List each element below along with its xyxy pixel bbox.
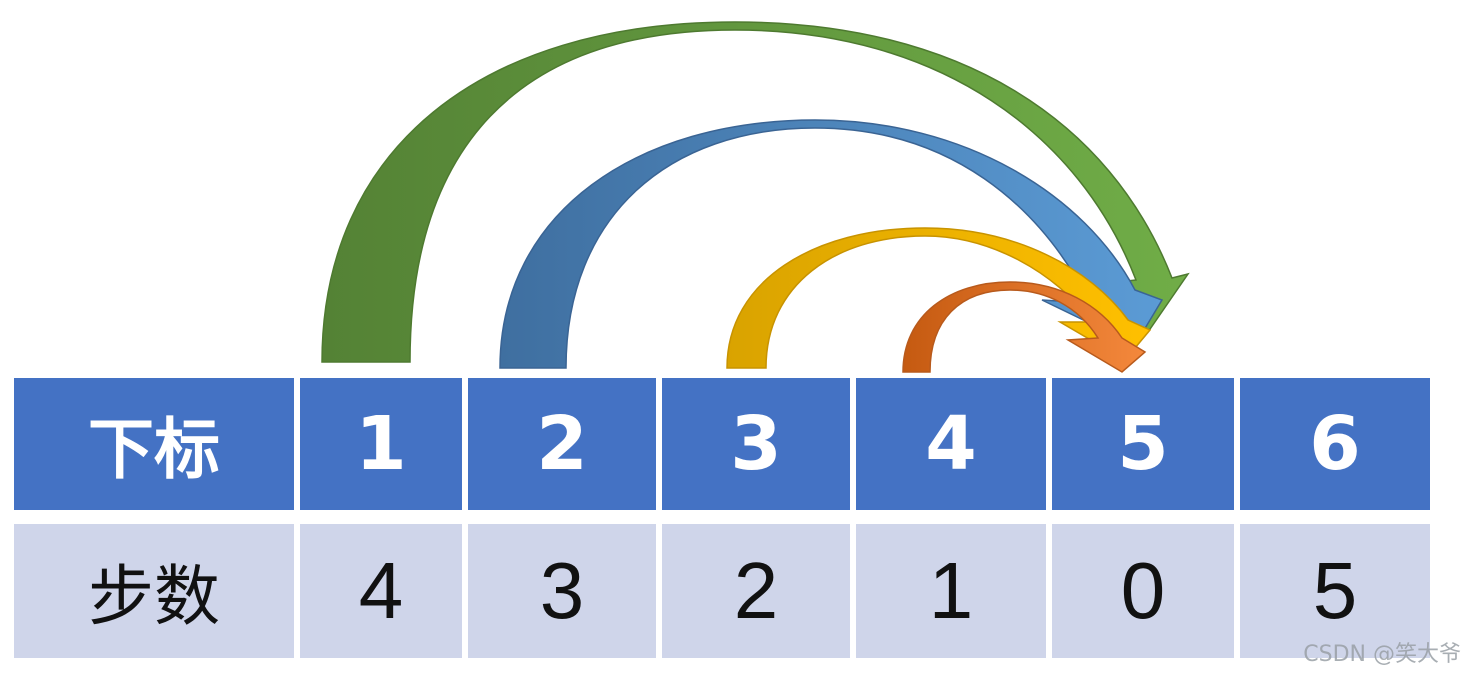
steps-cell-1: 4 <box>300 524 462 658</box>
index-cell-3: 3 <box>662 378 850 510</box>
steps-cell-6: 5 <box>1240 524 1430 658</box>
index-cell-4: 4 <box>856 378 1046 510</box>
index-cell-2: 2 <box>468 378 656 510</box>
arrow-3-to-5 <box>726 227 1152 369</box>
index-cell-1: 1 <box>300 378 462 510</box>
arrow-2-to-5 <box>499 119 1164 369</box>
watermark: CSDN @笑大爷 <box>1303 642 1461 667</box>
steps-cell-4: 1 <box>856 524 1046 658</box>
row-label-index: 下标 <box>14 378 294 510</box>
index-cell-6: 6 <box>1240 378 1430 510</box>
steps-cell-5: 0 <box>1052 524 1234 658</box>
arrow-4-to-5 <box>902 281 1147 373</box>
index-cell-5: 5 <box>1052 378 1234 510</box>
row-label-steps: 步数 <box>14 524 294 658</box>
steps-cell-2: 3 <box>468 524 656 658</box>
steps-cell-3: 2 <box>662 524 850 658</box>
